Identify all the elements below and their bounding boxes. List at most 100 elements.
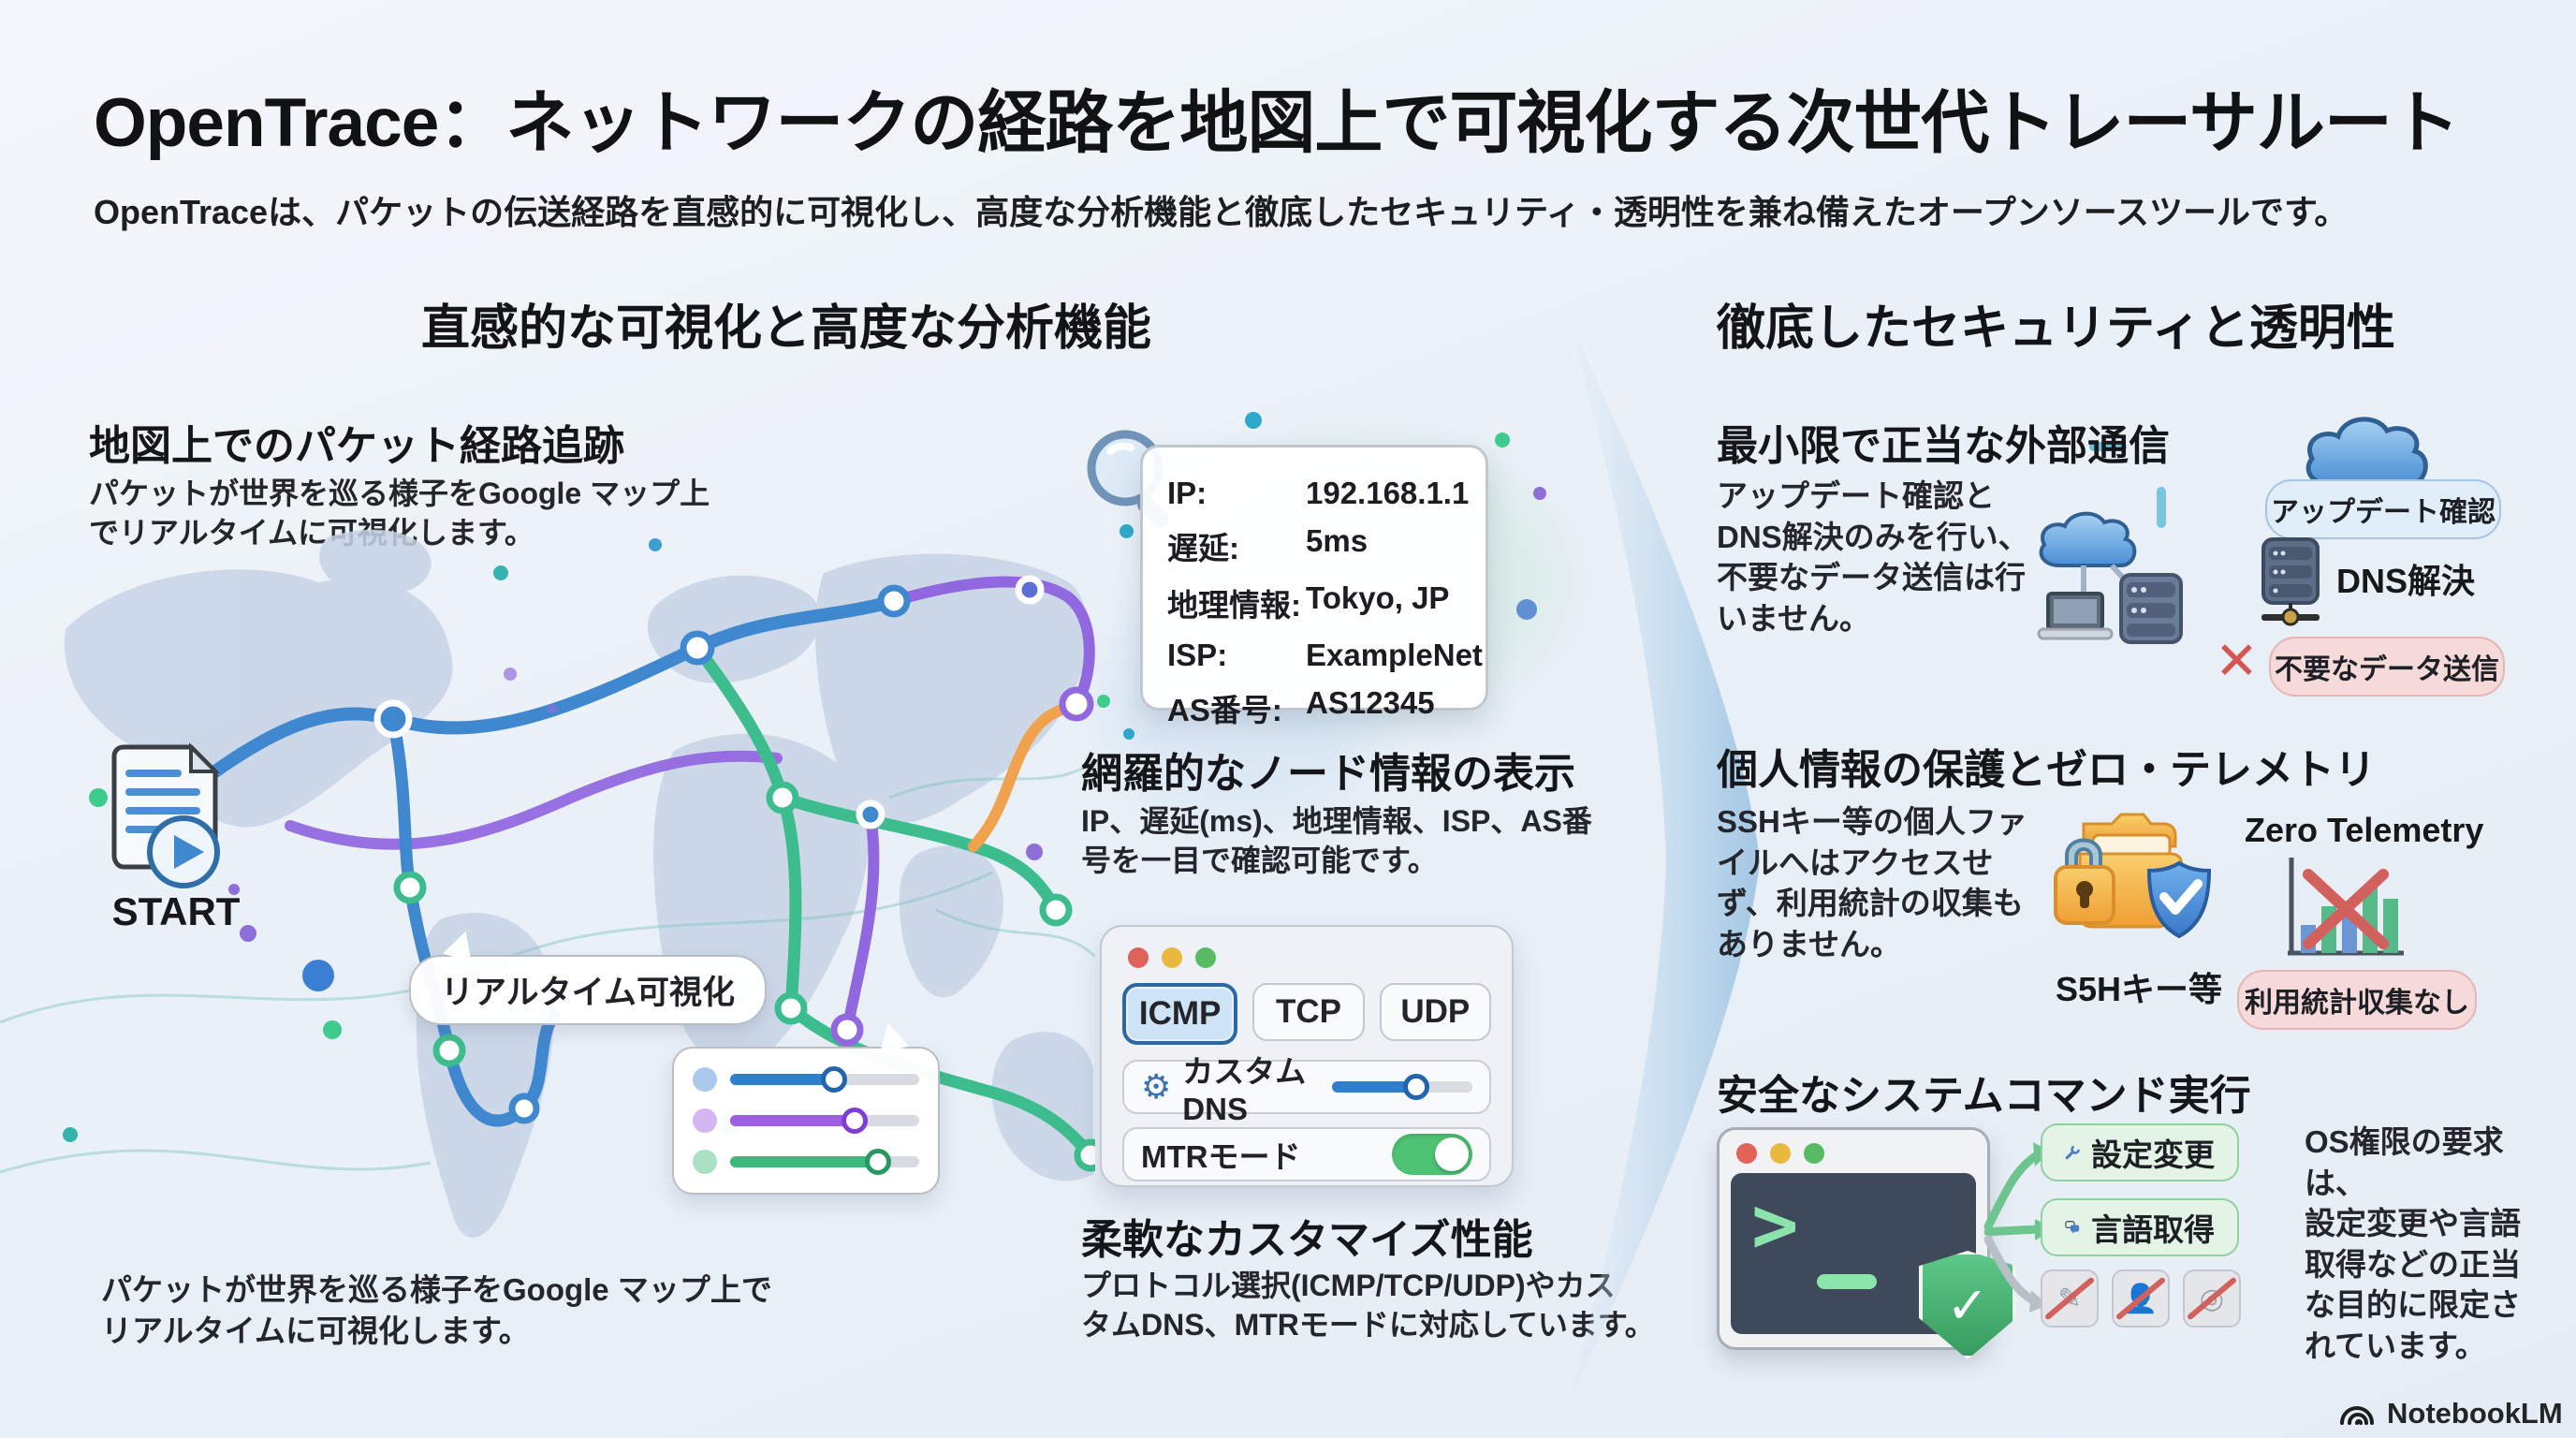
info-value: Tokyo, JP bbox=[1306, 580, 1450, 615]
language-label: 言語取得 bbox=[2091, 1212, 2215, 1247]
settings-change-label: 設定変更 bbox=[2091, 1137, 2215, 1172]
commands-body: OS権限の要求は、 設定変更や言語 取得などの正当 な目的に限定さ れています。 bbox=[2305, 1124, 2521, 1363]
blocked-camera-icon: ◎ bbox=[2183, 1269, 2241, 1328]
no-stats-badge: 利用統計収集なし bbox=[2237, 970, 2477, 1030]
info-value: 192.168.1.1 bbox=[1306, 476, 1470, 510]
info-value: AS12345 bbox=[1306, 685, 1435, 720]
no-telemetry-chart-icon bbox=[2282, 854, 2408, 964]
start-label: START bbox=[111, 889, 241, 933]
purple-slider[interactable] bbox=[730, 1108, 919, 1134]
node-info-body: IP、遅延(ms)、地理情報、ISP、AS番 号を一目で確認可能です。 bbox=[1081, 804, 1592, 878]
protocol-button-icmp[interactable]: ICMP bbox=[1122, 983, 1238, 1045]
start-document-icon bbox=[110, 741, 228, 891]
decor-bar bbox=[2089, 442, 2127, 451]
privacy-title: 個人情報の保護とゼロ・テレメトリ bbox=[1717, 747, 2376, 793]
info-row-geo: 地理情報: Tokyo, JP bbox=[1167, 580, 1461, 625]
green-dot-icon bbox=[693, 1150, 717, 1174]
slider-row-green bbox=[693, 1146, 919, 1178]
blue-dot-icon bbox=[693, 1067, 717, 1092]
lock-folder-shield-icon bbox=[2039, 798, 2226, 961]
ssh-keys-label: S5Hキー等 bbox=[2056, 970, 2223, 1008]
custom-dns-label: カスタムDNS bbox=[1182, 1054, 1307, 1126]
notebooklm-logo-icon bbox=[2340, 1406, 2374, 1425]
blue-slider[interactable] bbox=[730, 1066, 919, 1093]
info-label: 地理情報: bbox=[1167, 588, 1301, 623]
info-value: 5ms bbox=[1306, 523, 1368, 558]
zero-telemetry-label: Zero Telemetry bbox=[2245, 811, 2484, 849]
map-caption: パケットが世界を巡る様子をGoogle マップ上で リアルタイムに可視化します。 bbox=[101, 1272, 772, 1348]
world-map-svg bbox=[0, 529, 1107, 1239]
terminal-screen: > bbox=[1731, 1173, 1976, 1334]
purple-dot-icon bbox=[693, 1108, 717, 1133]
blocked-permissions: ✎ 👤 ◎ bbox=[2041, 1269, 2241, 1328]
slider-card bbox=[672, 1019, 940, 1195]
blocked-user-icon: 👤 bbox=[2112, 1269, 2170, 1328]
info-label: IP: bbox=[1167, 476, 1208, 510]
settings-change-badge: 設定変更 bbox=[2041, 1123, 2239, 1181]
gear-icon: ⚙ bbox=[1141, 1067, 1172, 1106]
decor-dot bbox=[1097, 695, 1110, 708]
close-icon[interactable] bbox=[1128, 947, 1149, 968]
realtime-bubble-label: リアルタイム可視化 bbox=[409, 955, 767, 1025]
commands-title: 安全なシステムコマンド実行 bbox=[1717, 1073, 2251, 1119]
mtr-row: MTRモード bbox=[1122, 1127, 1491, 1181]
protocol-button-udp[interactable]: UDP bbox=[1379, 983, 1491, 1041]
footer-brand-label: NotebookLM bbox=[2387, 1397, 2563, 1430]
wrench-icon bbox=[2065, 1145, 2080, 1160]
cloud-icon bbox=[2295, 403, 2445, 496]
update-check-badge: アップデート確認 bbox=[2265, 479, 2501, 539]
left-column-header: 直感的な可視化と高度な分析機能 bbox=[420, 301, 1151, 356]
protocol-buttons: ICMP TCP UDP bbox=[1122, 983, 1491, 1045]
footer-brand: NotebookLM bbox=[2338, 1397, 2563, 1431]
slider-row-purple bbox=[693, 1105, 919, 1137]
external-comm-body: アップデート確認と DNS解決のみを行い、 不要なデータ送信は行 いません。 bbox=[1717, 478, 2029, 636]
privacy-body: SSHキー等の個人ファ イルへはアクセスせ ず、利用統計の収集も ありません。 bbox=[1717, 804, 2027, 961]
custom-dns-row: ⚙ カスタムDNS bbox=[1122, 1054, 1491, 1126]
mtr-label: MTRモード bbox=[1141, 1139, 1301, 1174]
decor-dot bbox=[1120, 524, 1134, 538]
slider-row-blue bbox=[693, 1064, 919, 1095]
decor-dot bbox=[1123, 728, 1134, 740]
customize-body: プロトコル選択(ICMP/TCP/UDP)やカス タムDNS、MTRモードに対応… bbox=[1081, 1269, 1655, 1343]
info-row-latency: 遅延: 5ms bbox=[1167, 523, 1461, 568]
language-badge: 言語取得 bbox=[2041, 1198, 2239, 1256]
map-section-title: 地図上でのパケット経路追跡 bbox=[89, 423, 624, 469]
blocked-tool-icon: ✎ bbox=[2041, 1269, 2099, 1328]
world-map: START リアルタイム可視化 bbox=[0, 517, 1107, 1266]
map-section-body: パケットが世界を巡る様子をGoogle マップ上 でリアルタイムに可視化します。 bbox=[89, 477, 710, 550]
dns-badge: DNS解決 bbox=[2336, 562, 2476, 600]
page-subtitle: OpenTraceは、パケットの伝送経路を直感的に可視化し、高度な分析機能と徹底… bbox=[94, 193, 2349, 231]
protocol-panel: ICMP TCP UDP ⚙ カスタムDNS MTRモード bbox=[1100, 925, 1514, 1187]
window-traffic-lights bbox=[1128, 947, 1491, 968]
info-label: ISP: bbox=[1167, 638, 1228, 672]
protocol-button-tcp[interactable]: TCP bbox=[1252, 983, 1365, 1041]
customize-title: 柔軟なカスタマイズ性能 bbox=[1081, 1217, 1533, 1263]
decor-dot bbox=[1516, 599, 1537, 620]
decor-dot bbox=[1495, 433, 1510, 448]
decor-bar bbox=[2157, 487, 2166, 528]
info-row-ip: IP: 192.168.1.1 bbox=[1167, 476, 1469, 511]
terminal-icon: > bbox=[1717, 1127, 1990, 1350]
x-icon: ✕ bbox=[2215, 631, 2259, 690]
decor-dot bbox=[1533, 487, 1546, 500]
node-info-card: IP: 192.168.1.1 遅延: 5ms 地理情報: Tokyo, JP … bbox=[1140, 445, 1488, 727]
section-divider bbox=[1543, 309, 1777, 1414]
speech-bubbles-icon bbox=[2065, 1221, 2080, 1234]
right-column-header: 徹底したセキュリティと透明性 bbox=[1717, 301, 2395, 356]
no-data-badge: 不要なデータ送信 bbox=[2269, 637, 2505, 697]
dns-slider[interactable] bbox=[1332, 1074, 1472, 1100]
external-comm-title: 最小限で正当な外部通信 bbox=[1717, 423, 2170, 469]
minimize-icon[interactable] bbox=[1162, 947, 1182, 968]
info-row-asn: AS番号: AS12345 bbox=[1167, 685, 1461, 730]
info-label: 遅延: bbox=[1167, 531, 1239, 565]
maximize-icon[interactable] bbox=[1195, 947, 1216, 968]
terminal-cursor bbox=[1817, 1274, 1877, 1289]
green-slider[interactable] bbox=[730, 1149, 919, 1175]
info-value: ExampleNet bbox=[1306, 638, 1483, 672]
terminal-traffic-lights bbox=[1736, 1143, 1976, 1164]
mtr-toggle[interactable] bbox=[1392, 1134, 1472, 1175]
page-title: OpenTrace：ネットワークの経路を地図上で可視化する次世代トレーサルート bbox=[94, 85, 2460, 161]
info-row-isp: ISP: ExampleNet bbox=[1167, 638, 1483, 673]
cloud-laptop-server-icon bbox=[2027, 504, 2196, 653]
